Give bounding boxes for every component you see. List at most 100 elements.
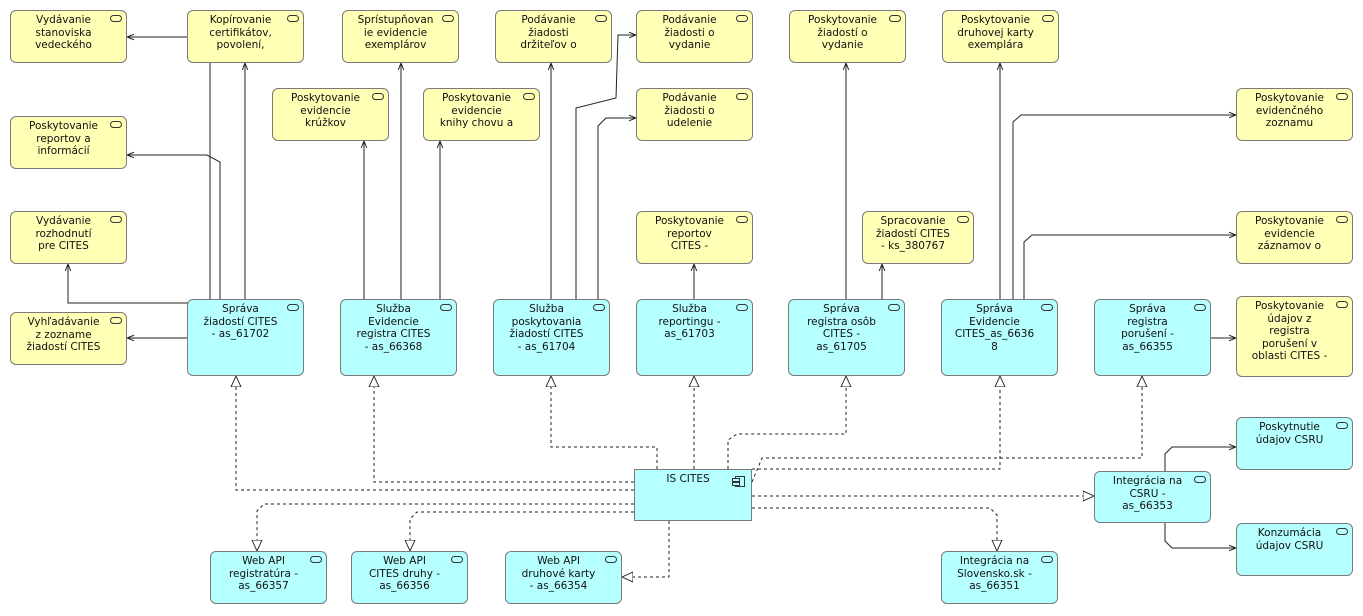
node-label-line: registra CITES (356, 328, 431, 340)
node-label-line: Poskytovanie (808, 14, 877, 26)
edge-realization (236, 376, 634, 491)
node-label-line: evidencie (300, 104, 351, 117)
node-label-line: 8 (991, 340, 998, 353)
node-label-line: evidenčného (1255, 104, 1324, 117)
service-icon (889, 15, 901, 22)
service-icon (736, 216, 748, 223)
node-label-line: Podávanie (662, 14, 717, 26)
node-label-line: exemplárov (364, 39, 427, 51)
node-label-line: - as_66354 (529, 580, 588, 592)
edge-serving (1164, 447, 1236, 471)
node-label-line: Evidencie (368, 315, 419, 328)
service-icon (440, 304, 452, 311)
node-label-line: as_61705 (816, 340, 867, 353)
node-label-line: CITES - (822, 328, 861, 340)
edge-realization (622, 521, 670, 577)
node-label-line: Vydávanie (36, 215, 91, 227)
node-label-line: Správa (823, 303, 860, 315)
node-label-line: žiadostí CITES (26, 341, 101, 353)
node-label-line: Služba (376, 303, 411, 315)
node-label-line: reportov (667, 227, 712, 240)
node-label-line: registra (1269, 325, 1310, 337)
node-label-line: Web API (242, 555, 285, 567)
node-label-line: Kopírovanie (209, 14, 272, 26)
node-label-line: Podávanie (662, 92, 717, 104)
node-label-line: Integrácia na (959, 555, 1030, 567)
node-label-line: Správa (1129, 303, 1166, 315)
node-label-line: Slovensko.sk - (957, 567, 1032, 580)
node-label-line: z zozname (35, 328, 92, 341)
node-label-line: zoznamu (1265, 117, 1314, 129)
node-label-line: Vyhľadávanie (27, 316, 100, 328)
node-label-line: Poskytovanie (1255, 92, 1324, 104)
node-label-line: as_66351 (969, 580, 1020, 592)
node-label-line: Správa (222, 303, 259, 315)
edge-realization (257, 503, 634, 551)
service-icon (736, 93, 748, 100)
node-label-line: porušení - (1121, 328, 1174, 340)
edge-serving (1164, 523, 1236, 548)
node-label-line: žiadostí CITES (203, 315, 278, 328)
node-label-line: Poskytovanie (291, 92, 360, 104)
node-label-line: Poskytovanie (1255, 300, 1324, 312)
node-label-line: porušení v (1261, 337, 1318, 350)
node-label-line: pre CITES (38, 240, 89, 252)
n-is-cites-node[interactable]: IS CITES (634, 469, 752, 521)
node-label-line: povolení, (216, 39, 265, 51)
node-label-line: as_66355 (1122, 340, 1173, 353)
service-icon (451, 556, 463, 563)
node-label-line: vydanie (668, 39, 711, 51)
service-icon (1041, 556, 1053, 563)
node-label-line: CSRÚ - (1129, 487, 1166, 500)
edge-realization (751, 376, 1142, 483)
service-icon (1041, 304, 1053, 311)
node-label-line: evidencie (1264, 227, 1315, 240)
node-label-line: držiteľov o (520, 39, 577, 51)
node-label-line: registratúra - (228, 567, 299, 580)
node-label-line: Vydávanie (36, 14, 91, 26)
service-icon (1336, 216, 1348, 223)
node-label-line: Poskytnutie (1259, 421, 1320, 433)
node-label-line: záznamov o (1257, 240, 1322, 252)
node-label-line: as_66356 (379, 580, 430, 592)
node-label-line: reportov a (36, 132, 91, 145)
node-label-line: CITES_as_6636 (954, 328, 1035, 340)
node-label-line: žiadostí CITES (876, 227, 950, 240)
node-label-line: žiadosti o (664, 26, 715, 39)
edge-realization (752, 376, 1000, 470)
node-label-line: exemplára (967, 39, 1024, 51)
